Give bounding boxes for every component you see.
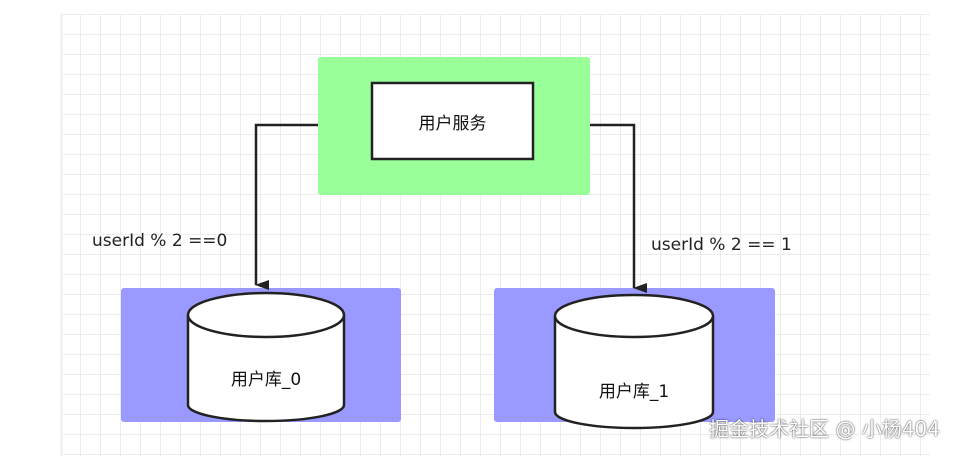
db1-node-label: 用户库_1 <box>598 382 670 402</box>
db1-cylinder[interactable] <box>553 293 715 430</box>
db0-node-label: 用户库_0 <box>230 370 302 390</box>
edge-service-to-db0 <box>254 123 318 290</box>
db0-cylinder-top <box>186 291 346 339</box>
grid-left-edge <box>60 14 63 456</box>
service-node-label: 用户服务 <box>418 114 487 134</box>
edge-label-db0-condition: userId % 2 ==0 <box>92 231 228 251</box>
watermark-text: 掘金技术社区 @ 小杨404 <box>709 417 940 441</box>
edge-label-db1-condition: userId % 2 == 1 <box>651 235 792 255</box>
db1-cylinder-body <box>553 316 715 430</box>
edge-service-to-db1 <box>590 123 647 293</box>
service-node-box[interactable] <box>370 81 535 161</box>
db1-cylinder-top <box>553 293 715 339</box>
db0-cylinder[interactable] <box>186 291 346 423</box>
db0-cylinder-body <box>186 315 346 423</box>
